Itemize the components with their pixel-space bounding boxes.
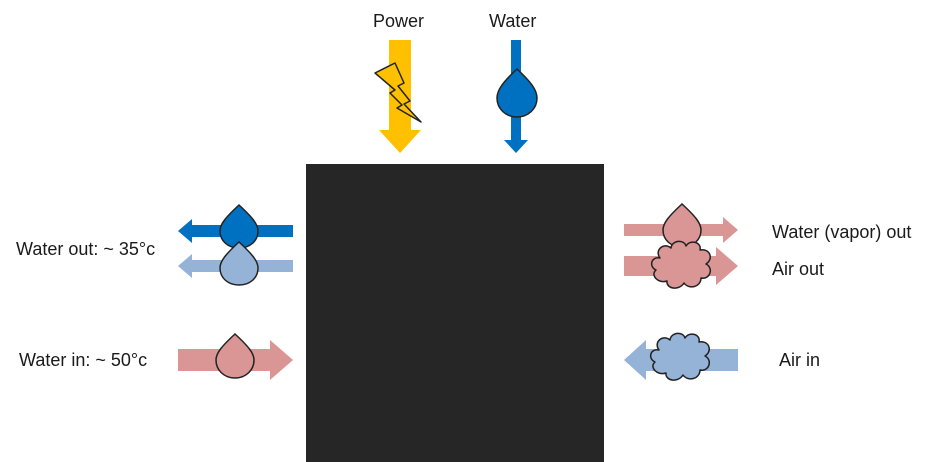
- water-label: Water: [489, 11, 537, 31]
- water-drop-icon: [219, 240, 259, 286]
- cooling-unit-box: [306, 164, 604, 462]
- water-in-label: Water in: ~ 50°c: [19, 350, 148, 370]
- water-vapor-out-label: Water (vapor) out: [772, 222, 912, 242]
- power-label: Power: [373, 11, 425, 31]
- air-out-label: Air out: [772, 259, 825, 279]
- water-out-label: Water out: ~ 35°c: [16, 239, 156, 259]
- water-drop-icon: [215, 332, 255, 379]
- lightning-icon: [374, 62, 422, 123]
- water-drop-icon: [662, 202, 702, 248]
- air-in-label: Air in: [779, 350, 821, 370]
- cloud-icon: [650, 240, 712, 289]
- cloud-icon: [649, 332, 711, 381]
- water-drop-icon: [496, 67, 538, 118]
